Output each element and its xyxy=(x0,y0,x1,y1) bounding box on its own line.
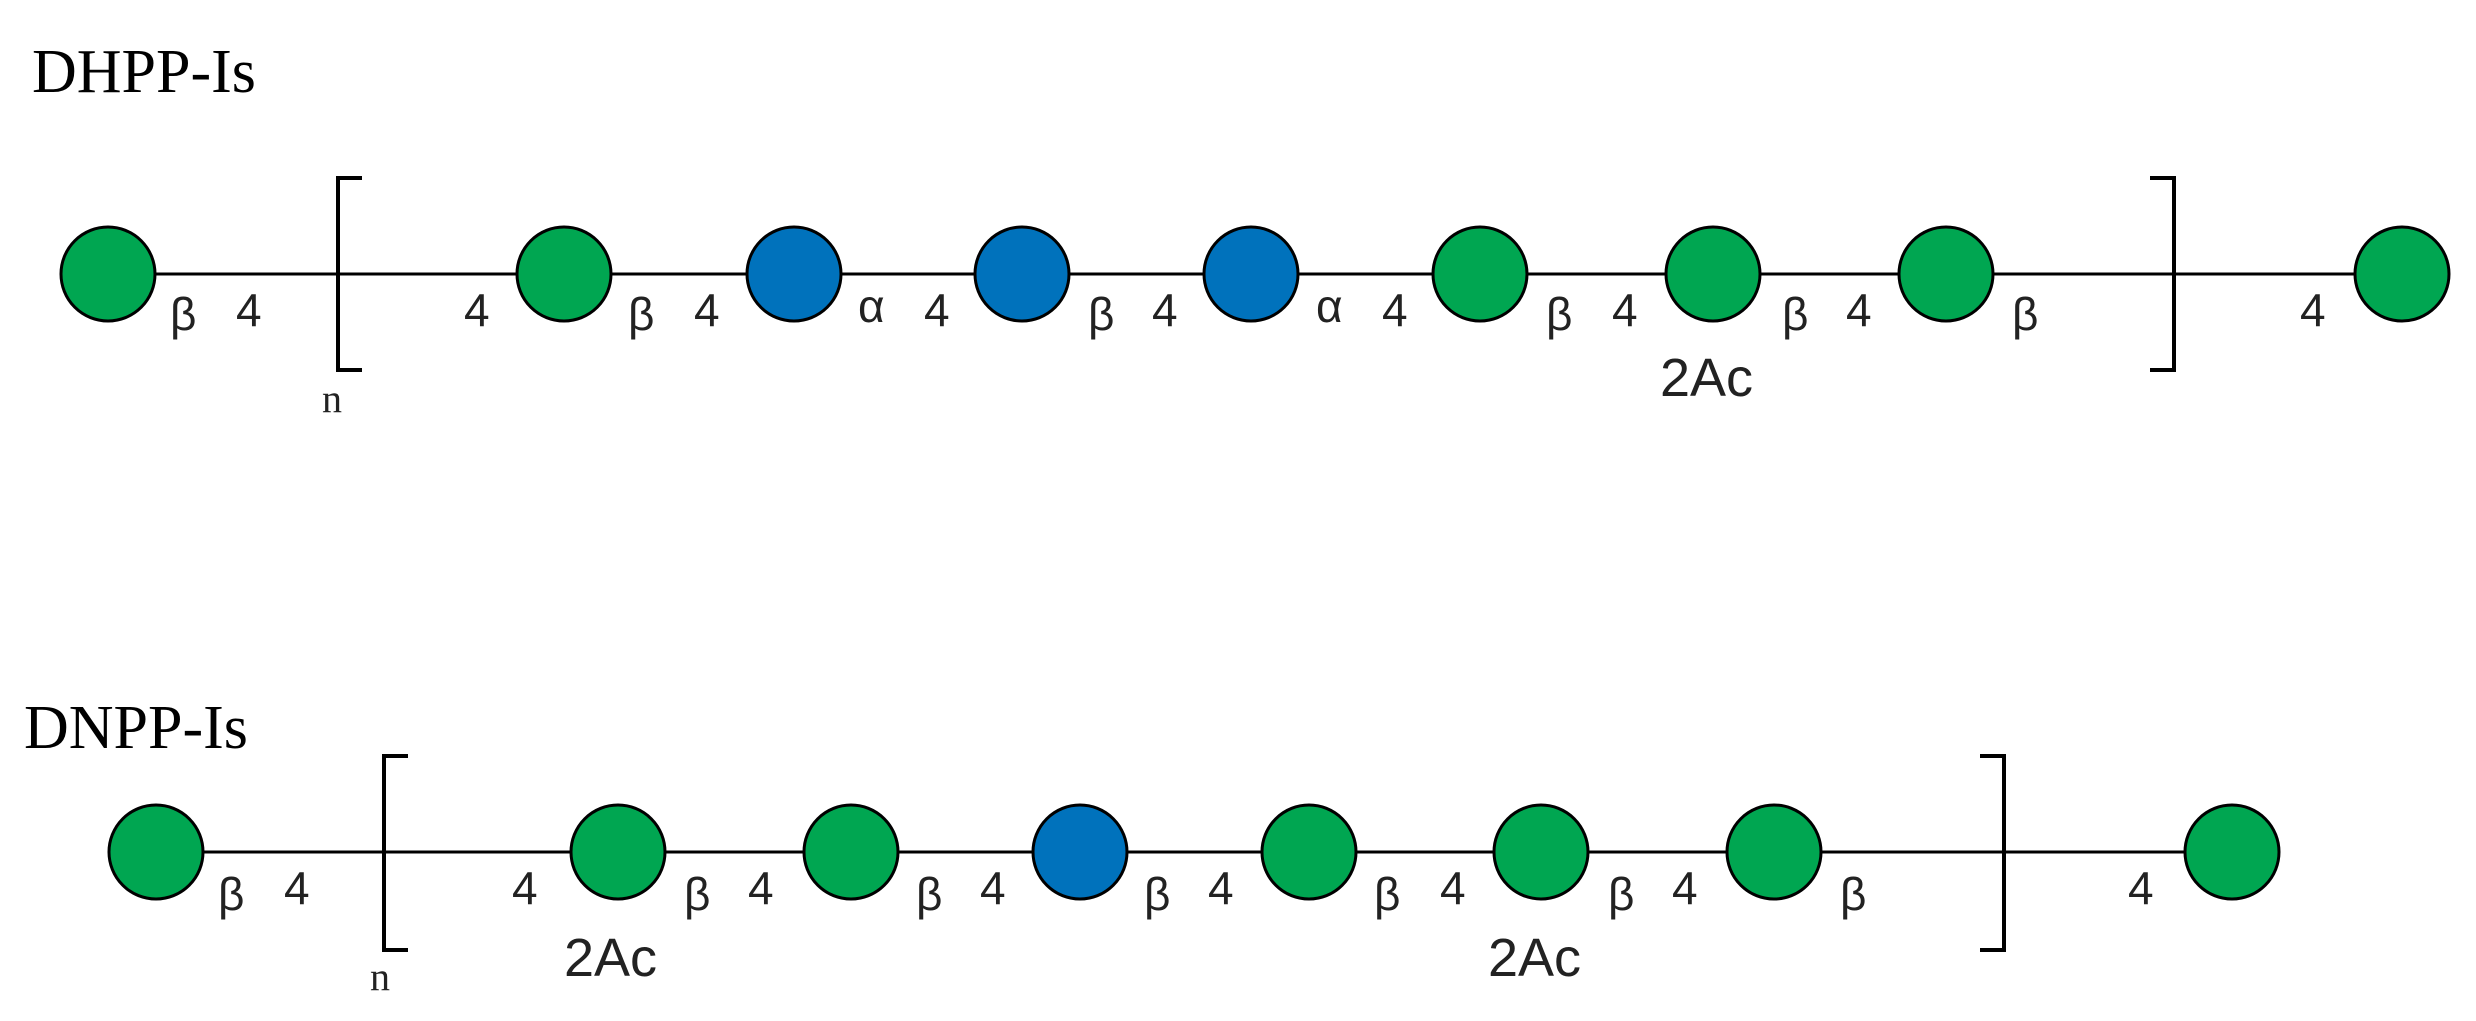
bracket-entry-position: 4 xyxy=(464,284,490,336)
glucose-residue xyxy=(1725,803,1823,901)
linkage-anomer: β xyxy=(170,288,196,340)
mannose-residue xyxy=(973,225,1071,323)
linkage-anomer: β xyxy=(628,288,654,340)
linkage-position: 4 xyxy=(924,284,950,336)
linkage-position: 4 xyxy=(2300,284,2326,336)
substituent-label: 2Ac xyxy=(1660,348,1753,408)
linkage-position: 4 xyxy=(1846,284,1872,336)
linkage-position: 4 xyxy=(748,862,774,914)
linkage-anomer: β xyxy=(1144,868,1170,920)
linkage-anomer: β xyxy=(2012,288,2038,340)
repeat-bracket-open xyxy=(382,754,408,952)
linkage-anomer: α xyxy=(858,280,885,332)
mannose-residue xyxy=(745,225,843,323)
glucose-residue xyxy=(569,803,667,901)
repeat-count-label: n xyxy=(322,376,342,421)
linkage-position: 4 xyxy=(236,284,262,336)
linkage-anomer: β xyxy=(218,868,244,920)
repeat-bracket-close xyxy=(2150,176,2176,372)
mannose-residue xyxy=(1031,803,1129,901)
linkage-position: 4 xyxy=(1672,862,1698,914)
glucose-residue xyxy=(1664,225,1762,323)
substituent-label: 2Ac xyxy=(564,928,657,988)
linkage-anomer: β xyxy=(684,868,710,920)
linkage-position: 4 xyxy=(1440,862,1466,914)
glucose-residue xyxy=(107,803,205,901)
glucose-residue xyxy=(802,803,900,901)
substituent-label: 2Ac xyxy=(1488,928,1581,988)
residues xyxy=(107,803,2281,901)
linkage-anomer: β xyxy=(1782,288,1808,340)
structure-dnpp-is: DNPP-Is n β 4 4 β 4 β 4 β 4 β 4 β xyxy=(24,694,2281,999)
structure-title: DNPP-Is xyxy=(24,694,248,762)
linkage-anomer: β xyxy=(916,868,942,920)
bracket-entry-position: 4 xyxy=(512,862,538,914)
mannose-residue xyxy=(1202,225,1300,323)
glucose-residue xyxy=(515,225,613,323)
linkage-anomer: β xyxy=(1840,868,1866,920)
linkage-position: 4 xyxy=(2128,862,2154,914)
repeat-count-label: n xyxy=(370,954,390,999)
linkage-anomer: β xyxy=(1374,868,1400,920)
glucose-residue xyxy=(1492,803,1590,901)
glucose-residue xyxy=(1431,225,1529,323)
linkage-anomer: β xyxy=(1088,288,1114,340)
glucose-residue xyxy=(1897,225,1995,323)
linkage-position: 4 xyxy=(1612,284,1638,336)
structure-dhpp-is: DHPP-Is n β 4 4 β 4 α 4 β 4 α 4 xyxy=(32,38,2451,421)
linkage-position: 4 xyxy=(1208,862,1234,914)
repeat-bracket-close xyxy=(1980,754,2006,952)
linkage-position: 4 xyxy=(980,862,1006,914)
repeat-bracket-open xyxy=(336,176,362,372)
glucose-residue xyxy=(59,225,157,323)
linkage-anomer: α xyxy=(1316,280,1343,332)
structure-title: DHPP-Is xyxy=(32,38,256,106)
linkage-labels: β 4 4 β 4 β 4 β 4 β 4 β 4 β 4 xyxy=(218,862,2154,920)
glucose-residue xyxy=(2353,225,2451,323)
glucose-residue xyxy=(2183,803,2281,901)
residues xyxy=(59,225,2451,323)
linkage-labels: β 4 4 β 4 α 4 β 4 α 4 β 4 β 4 β 4 xyxy=(170,280,2326,340)
linkage-anomer: β xyxy=(1608,868,1634,920)
linkage-position: 4 xyxy=(1152,284,1178,336)
glucose-residue xyxy=(1260,803,1358,901)
linkage-position: 4 xyxy=(1382,284,1408,336)
linkage-position: 4 xyxy=(284,862,310,914)
linkage-anomer: β xyxy=(1546,288,1572,340)
linkage-position: 4 xyxy=(694,284,720,336)
